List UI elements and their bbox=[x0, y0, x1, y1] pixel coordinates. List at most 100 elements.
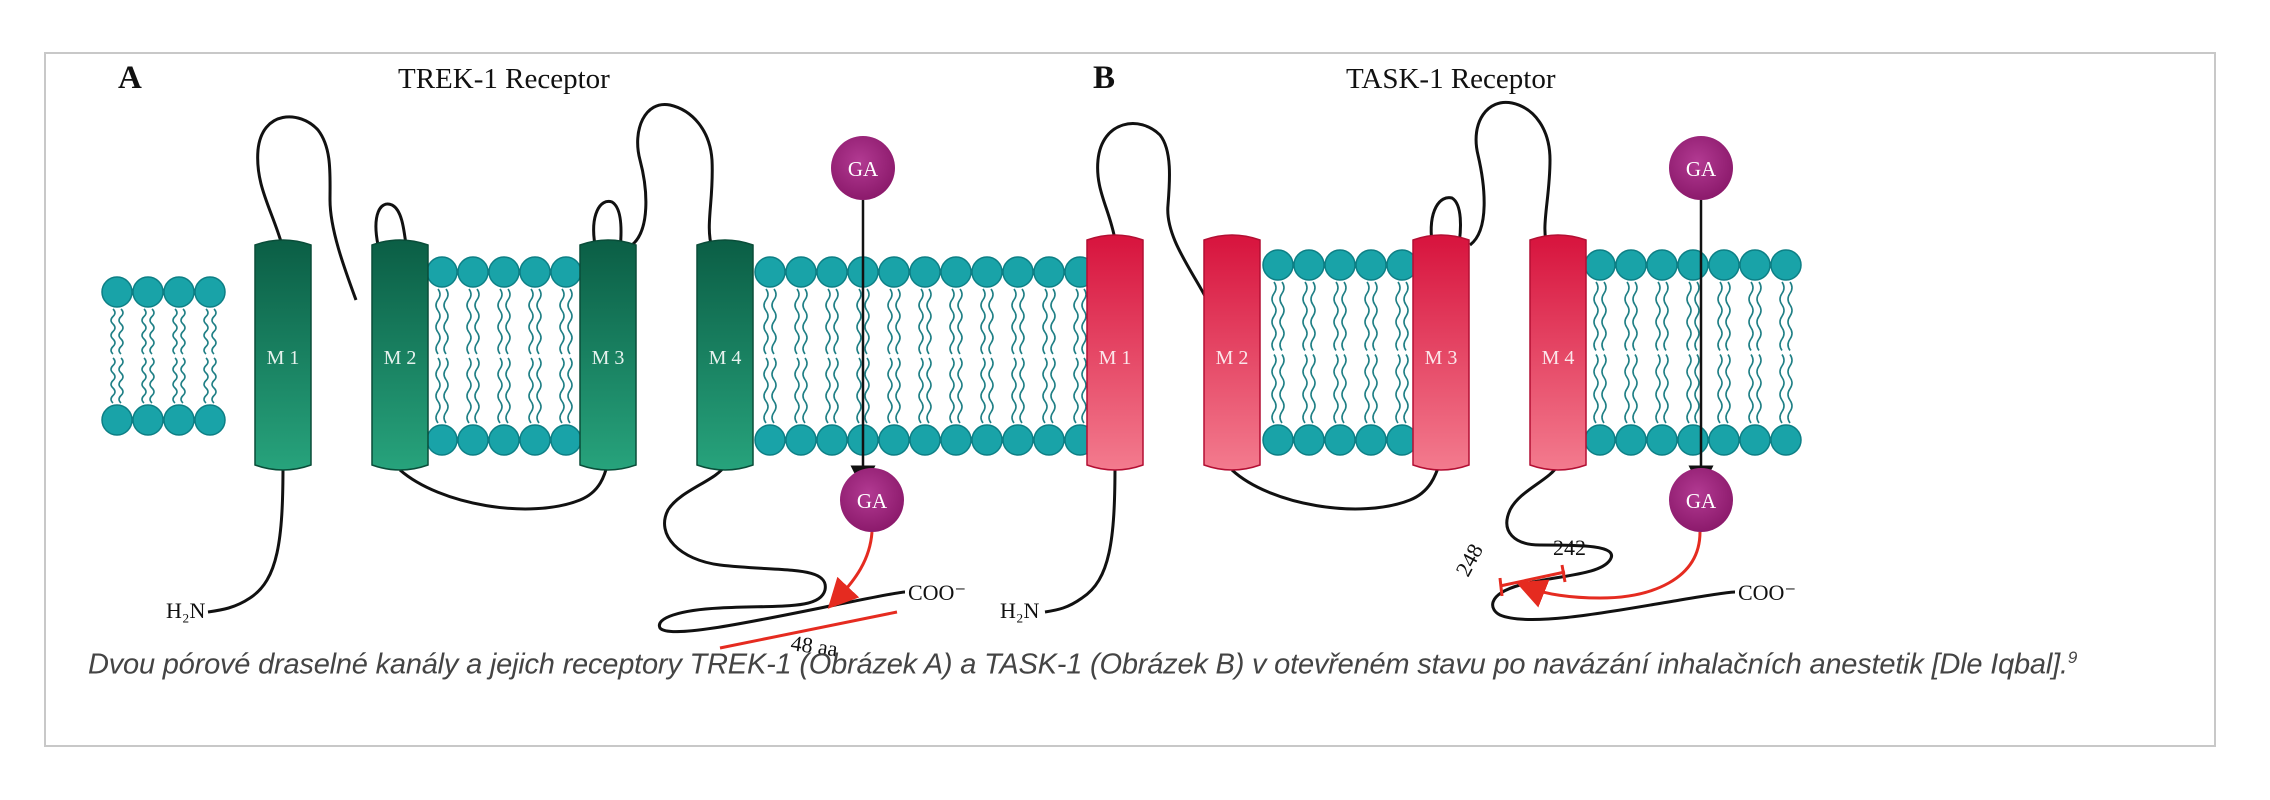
trek-helix-m4-label: M 4 bbox=[709, 347, 742, 369]
task-helix-m1-label: M 1 bbox=[1099, 347, 1132, 369]
lipid-tail bbox=[1787, 354, 1793, 424]
lipid-tail bbox=[443, 288, 449, 355]
lipid-tail bbox=[1310, 281, 1316, 351]
lipid-tail bbox=[825, 288, 831, 355]
lipid-tail bbox=[833, 357, 839, 424]
lipid-tail bbox=[1655, 354, 1661, 424]
lipid-head bbox=[132, 404, 164, 436]
lipid-tail bbox=[957, 288, 963, 355]
lipid-head bbox=[971, 424, 1003, 456]
lipid-tail bbox=[466, 357, 472, 424]
lipid-tail bbox=[1372, 281, 1378, 351]
lipid-head bbox=[426, 424, 458, 456]
lipid-tail bbox=[172, 357, 178, 404]
lipid-tail bbox=[203, 357, 209, 404]
lipid-tail bbox=[1302, 354, 1308, 424]
task-residue-242: 242 bbox=[1553, 535, 1586, 560]
lipid-head bbox=[878, 424, 910, 456]
lipid-tail bbox=[505, 288, 511, 355]
lipid-head bbox=[426, 256, 458, 288]
lipid-tail bbox=[825, 357, 831, 424]
lipid-tail bbox=[443, 357, 449, 424]
lipid-tail bbox=[918, 357, 924, 424]
lipid-head bbox=[1355, 424, 1387, 456]
lipid-tail bbox=[1663, 354, 1669, 424]
lipid-tail bbox=[1395, 281, 1401, 351]
lipid-tail bbox=[567, 288, 573, 355]
lipid-head bbox=[1615, 249, 1647, 281]
lipid-head bbox=[940, 256, 972, 288]
task-ga-label-top: GA bbox=[1686, 157, 1717, 181]
lipid-head bbox=[1615, 424, 1647, 456]
trek-helix-m2: M 2 bbox=[371, 239, 429, 471]
trek-helix-m1-label: M 1 bbox=[267, 347, 300, 369]
lipid-head bbox=[971, 256, 1003, 288]
lipid-head bbox=[816, 256, 848, 288]
task-residue-248: 248 bbox=[1450, 539, 1488, 580]
lipid-tail bbox=[149, 357, 155, 404]
lipid-tail bbox=[1686, 281, 1692, 351]
lipid-tail bbox=[1011, 288, 1017, 355]
lipid-head bbox=[550, 256, 582, 288]
lipid-head bbox=[1708, 249, 1740, 281]
lipid-head bbox=[1646, 424, 1678, 456]
figure-caption: Dvou pórové draselné kanály a jejich rec… bbox=[88, 648, 2077, 682]
lipid-tail bbox=[1341, 281, 1347, 351]
lipid-head bbox=[1355, 249, 1387, 281]
lipid-head bbox=[1739, 424, 1771, 456]
lipid-tail bbox=[763, 288, 769, 355]
lipid-head bbox=[940, 424, 972, 456]
lipid-head bbox=[1324, 249, 1356, 281]
lipid-tail bbox=[1279, 354, 1285, 424]
lipid-head bbox=[550, 424, 582, 456]
trek-helix-m1: M 1 bbox=[254, 239, 312, 471]
lipid-tail bbox=[887, 288, 893, 355]
task-helix-m1: M 1 bbox=[1086, 234, 1144, 471]
lipid-tail bbox=[528, 288, 534, 355]
lipid-tail bbox=[203, 308, 209, 355]
lipid-tail bbox=[1779, 354, 1785, 424]
lipid-head bbox=[1262, 424, 1294, 456]
lipid-tail bbox=[949, 357, 955, 424]
lipid-tail bbox=[567, 357, 573, 424]
task-c-terminus: COO⁻ bbox=[1738, 580, 1796, 605]
lipid-tail bbox=[141, 308, 147, 355]
lipid-head bbox=[754, 424, 786, 456]
trek-helix-m2-label: M 2 bbox=[384, 347, 417, 369]
lipid-head bbox=[519, 424, 551, 456]
task-n-terminus: H₂N bbox=[1000, 598, 1040, 623]
lipid-tail bbox=[1271, 354, 1277, 424]
lipid-tail bbox=[1601, 354, 1607, 424]
lipid-tail bbox=[536, 288, 542, 355]
lipid-tail bbox=[802, 357, 808, 424]
lipid-head bbox=[163, 276, 195, 308]
lipid-tail bbox=[559, 288, 565, 355]
trek-ga-extracellular: GA bbox=[831, 136, 895, 200]
lipid-tail bbox=[528, 357, 534, 424]
lipid-head bbox=[101, 404, 133, 436]
lipid-head bbox=[1646, 249, 1678, 281]
lipid-tail bbox=[435, 288, 441, 355]
lipid-tail bbox=[1073, 288, 1079, 355]
lipid-tail bbox=[1081, 357, 1087, 424]
lipid-tail bbox=[856, 357, 862, 424]
lipid-tail bbox=[763, 357, 769, 424]
lipid-tail bbox=[856, 288, 862, 355]
lipid-head bbox=[785, 256, 817, 288]
lipid-tail bbox=[1019, 288, 1025, 355]
lipid-tail bbox=[926, 288, 932, 355]
lipid-head bbox=[1677, 424, 1709, 456]
lipid-tail bbox=[1725, 281, 1731, 351]
lipid-tail bbox=[1302, 281, 1308, 351]
lipid-head bbox=[878, 256, 910, 288]
task-residues bbox=[1498, 200, 1714, 608]
trek-n-terminus: H₂N bbox=[166, 598, 206, 623]
lipid-tail bbox=[1279, 281, 1285, 351]
lipid-tail bbox=[1333, 281, 1339, 351]
lipid-tail bbox=[771, 288, 777, 355]
lipid-head bbox=[1770, 424, 1802, 456]
lipid-tail bbox=[1686, 354, 1692, 424]
trek-c-terminus: COO⁻ bbox=[908, 580, 966, 605]
lipid-head bbox=[1002, 424, 1034, 456]
lipid-tail bbox=[1011, 357, 1017, 424]
